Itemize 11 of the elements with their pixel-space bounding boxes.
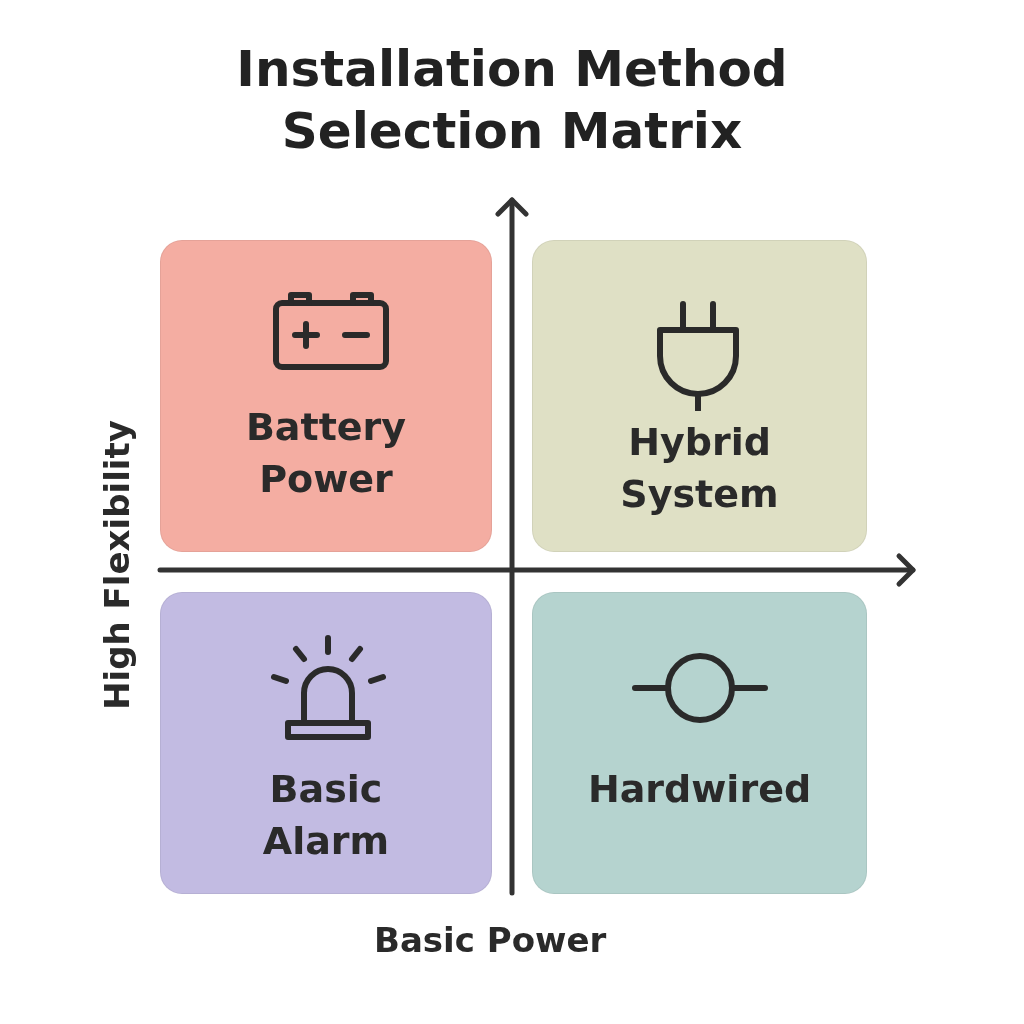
axis-label: High Flexibility — [96, 420, 137, 710]
quadrant-label: Basic Alarm — [261, 766, 391, 865]
quadrant-label: Battery Power — [244, 404, 408, 503]
quadrant-label: Hybrid System — [619, 419, 780, 518]
quadrant-label: Hardwired — [586, 766, 813, 813]
title: Installation Method Selection Matrix — [235, 39, 789, 162]
quadrant-card — [532, 240, 867, 552]
quadrant-card — [532, 592, 867, 894]
axis-label: Basic Power — [374, 920, 607, 960]
quadrant-card — [160, 240, 492, 552]
quadrant-card — [160, 592, 492, 894]
